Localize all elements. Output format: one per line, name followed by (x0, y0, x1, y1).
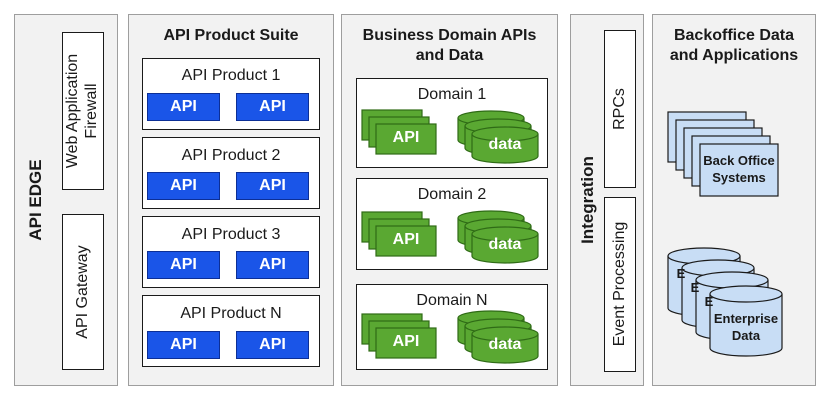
api-product-1-label: API Product 1 (181, 67, 281, 84)
domain-n-data-cylinders (457, 310, 539, 364)
domain-1-label: Domain 1 (417, 86, 487, 103)
enterprise-data-line2: Data (731, 328, 761, 343)
api-product-2-api-a: API (147, 172, 220, 200)
stack-partial-label-3: E (704, 294, 714, 309)
api-product-3-label: API Product 3 (181, 226, 281, 243)
domain-2-api-stack (361, 211, 437, 257)
backoffice-title-line2: and Applications (669, 47, 799, 64)
enterprise-data-label: Enterprise Data (710, 310, 782, 344)
domain-1-api-stack (361, 109, 437, 155)
domain-2-data-cylinders (457, 210, 539, 264)
stack-partial-label-1: E (676, 266, 686, 281)
api-product-2-label: API Product 2 (181, 147, 281, 164)
enterprise-data-line1: Enterprise (713, 311, 779, 326)
enterprise-data-stack (667, 247, 783, 357)
stack-partial-label-2: E (690, 280, 700, 295)
backoffice-title: Backoffice Data and Applications (652, 26, 816, 66)
business-domain-title-line2: and Data (415, 47, 484, 64)
api-product-1-api-b: API (236, 93, 309, 121)
domain-2-api-label: API (392, 231, 420, 248)
api-product-2-api-b: API (236, 172, 309, 200)
api-product-n-api-a: API (147, 331, 220, 359)
business-domain-title: Business Domain APIs and Data (341, 26, 558, 66)
backoffice-title-line1: Backoffice Data (673, 27, 795, 44)
domain-1-api-label: API (392, 129, 420, 146)
api-product-3-api-b: API (236, 251, 309, 279)
back-office-systems-line2: Systems (712, 170, 766, 185)
api-gateway-box (62, 214, 104, 370)
domain-2-data-label: data (488, 236, 522, 253)
api-product-suite-title: API Product Suite (163, 27, 299, 44)
api-product-n-label: API Product N (180, 305, 282, 322)
domain-2-label: Domain 2 (417, 186, 487, 203)
event-processing-box (604, 197, 636, 372)
domain-1-data-label: data (488, 136, 522, 153)
domain-n-api-stack (361, 313, 437, 359)
business-domain-title-line1: Business Domain APIs (362, 27, 537, 44)
domain-n-api-label: API (392, 333, 420, 350)
rpcs-box (604, 30, 636, 188)
api-product-n-api-b: API (236, 331, 309, 359)
back-office-systems-stack (667, 111, 779, 197)
waf-box (62, 32, 104, 190)
back-office-systems-line1: Back Office (703, 153, 775, 168)
domain-1-data-cylinders (457, 110, 539, 164)
api-product-1-api-a: API (147, 93, 220, 121)
back-office-systems-label: Back Office Systems (700, 152, 778, 186)
domain-n-label: Domain N (416, 292, 488, 309)
domain-n-data-label: data (488, 336, 522, 353)
api-product-3-api-a: API (147, 251, 220, 279)
